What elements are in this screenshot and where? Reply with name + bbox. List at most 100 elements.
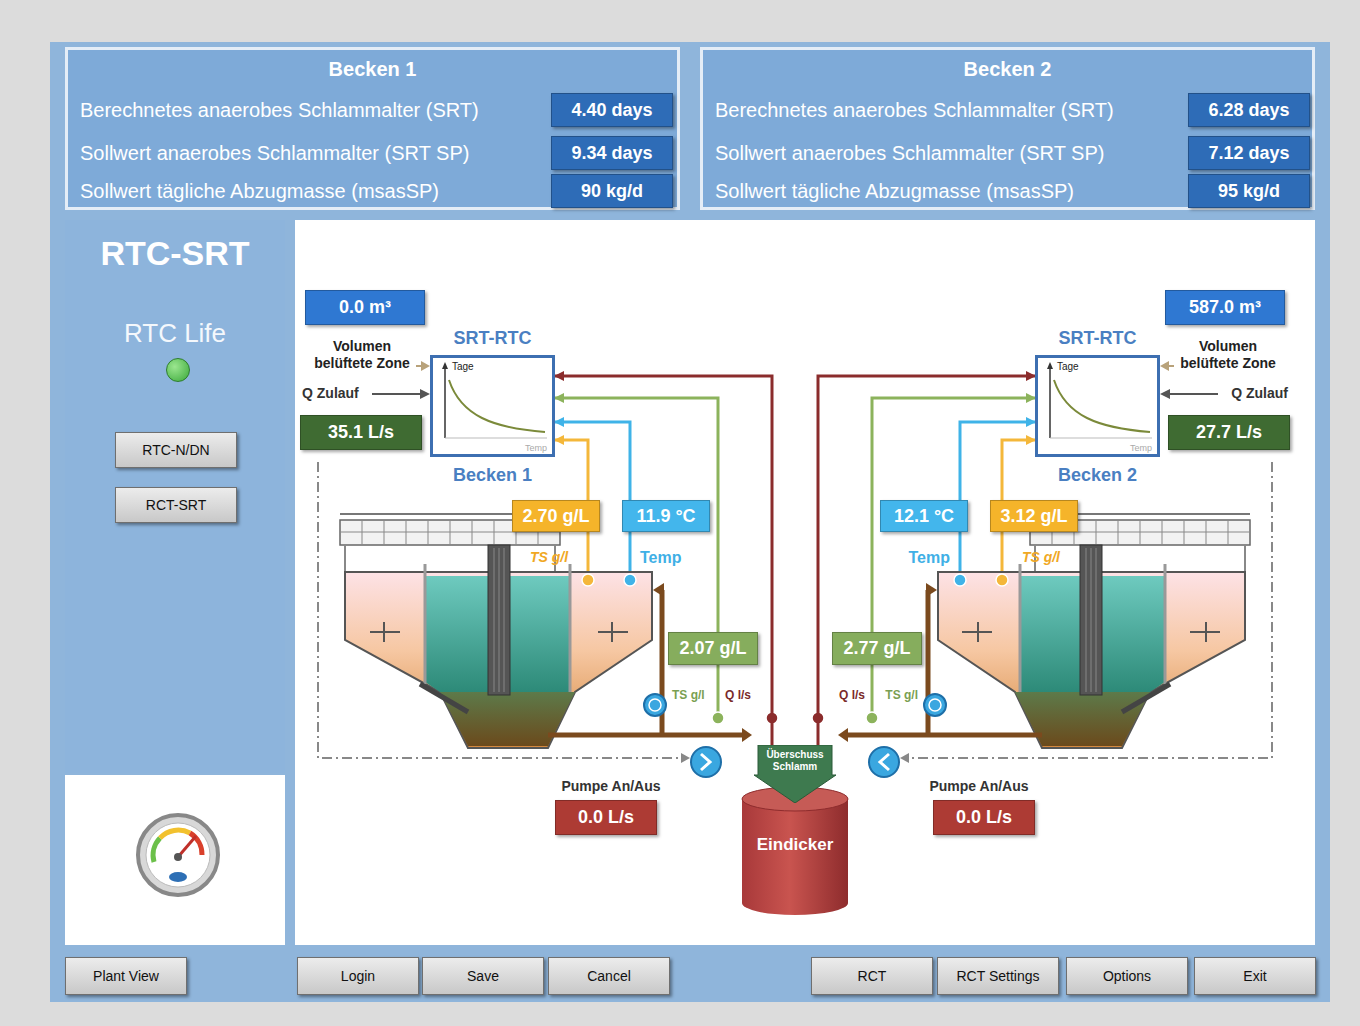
button-label: Save <box>467 968 499 984</box>
value-display: 27.7 L/s <box>1168 415 1290 450</box>
basin-label: Becken 1 <box>403 465 582 486</box>
signal-line <box>555 422 630 500</box>
value-display: 12.1 °C <box>880 500 968 532</box>
value-text: 7.12 days <box>1208 143 1289 164</box>
sensor-label: TS g/l <box>530 549 568 565</box>
signal-line <box>555 440 588 500</box>
panel-heading: Becken 2 <box>703 58 1312 81</box>
value-text: 12.1 °C <box>894 506 954 527</box>
signal-line <box>818 376 1035 745</box>
controller-title: SRT-RTC <box>403 328 582 349</box>
value-display: 2.07 g/L <box>668 632 758 665</box>
pump-label: Pumpe An/Aus <box>929 778 1028 794</box>
value-display: 587.0 m³ <box>1165 290 1285 325</box>
value-display: 11.9 °C <box>622 500 710 532</box>
value-text: 0.0 m³ <box>339 297 391 318</box>
sludge-arrow: Überschuss Schlamm <box>754 745 836 803</box>
parameter-label: Sollwert anaerobes Schlammalter (SRT SP) <box>80 138 469 168</box>
button-label: RCT-SRT <box>146 497 206 513</box>
status-panel: Becken 2 Berechnetes anaerobes Schlammalt… <box>700 47 1315 210</box>
srt-curve <box>1038 358 1157 454</box>
ui-button: Login <box>297 957 419 995</box>
controller-box: SRT-RTCTageTempBecken 1 <box>430 355 555 457</box>
value-display: 4.40 days <box>551 93 673 127</box>
value-display: 6.28 days <box>1188 93 1310 127</box>
sensor-label: Q l/s <box>839 688 865 702</box>
value-text: 11.9 °C <box>636 506 695 527</box>
ui-button: Options <box>1066 957 1188 995</box>
ui-button: Exit <box>1194 957 1316 995</box>
ui-button: Plant View <box>65 957 187 995</box>
value-text: 90 kg/d <box>581 181 643 202</box>
value-display: 95 kg/d <box>1188 174 1310 208</box>
value-text: 27.7 L/s <box>1196 422 1262 443</box>
input-label: Volumen belüftete Zone <box>1168 338 1288 372</box>
parameter-label: Berechnetes anaerobes Schlammalter (SRT) <box>80 95 479 125</box>
parameter-label: Berechnetes anaerobes Schlammalter (SRT) <box>715 95 1114 125</box>
value-text: 4.40 days <box>571 100 652 121</box>
gauge-icon <box>138 815 218 895</box>
sensor-label: TS g/l <box>885 688 918 702</box>
tank-label: Eindicker <box>740 835 850 855</box>
value-display: 0.0 L/s <box>933 800 1035 835</box>
value-display: 7.12 days <box>1188 136 1310 170</box>
parameter-label: Sollwert tägliche Abzugmasse (msasSP) <box>715 176 1074 206</box>
sensor-label: Temp <box>909 549 950 567</box>
value-text: 2.07 g/L <box>679 638 746 659</box>
button-label: Plant View <box>93 968 159 984</box>
input-label: Volumen belüftete Zone <box>302 338 422 372</box>
status-label: RTC Life <box>65 318 285 349</box>
input-label: Q Zulauf <box>1231 385 1288 401</box>
sensor-label: Temp <box>640 549 681 567</box>
parameter-label: Sollwert anaerobes Schlammalter (SRT SP) <box>715 138 1104 168</box>
control-panel: RTC-SRT RTC LifeRTC-N/DN RCT-SRT <box>65 220 285 773</box>
value-text: 587.0 m³ <box>1189 297 1261 318</box>
parameter-label: Sollwert tägliche Abzugmasse (msasSP) <box>80 176 439 206</box>
button-label: RCT <box>858 968 887 984</box>
button-label: Options <box>1103 968 1151 984</box>
axis-label: Temp <box>525 443 547 453</box>
value-display: 2.77 g/L <box>832 632 922 665</box>
basin-label: Becken 2 <box>1008 465 1187 486</box>
button-label: Exit <box>1243 968 1266 984</box>
ui-button: Save <box>422 957 544 995</box>
sensor-label: Q l/s <box>725 688 751 702</box>
value-text: 35.1 L/s <box>328 422 394 443</box>
value-text: 2.70 g/L <box>522 506 589 527</box>
ui-button: RCT Settings <box>937 957 1059 995</box>
value-text: 9.34 days <box>571 143 652 164</box>
button-label: Cancel <box>587 968 631 984</box>
value-text: 0.0 L/s <box>956 807 1012 828</box>
ui-button: Cancel <box>548 957 670 995</box>
value-display: 9.34 days <box>551 136 673 170</box>
pump-label: Pumpe An/Aus <box>561 778 660 794</box>
status-led <box>166 358 190 382</box>
axis-label: Temp <box>1130 443 1152 453</box>
ui-button: RCT <box>811 957 933 995</box>
panel-title: RTC-SRT <box>65 234 285 273</box>
value-text: 3.12 g/L <box>1000 506 1067 527</box>
button-label: Login <box>341 968 375 984</box>
controller-title: SRT-RTC <box>1008 328 1187 349</box>
input-label: Q Zulauf <box>302 385 359 401</box>
button-label: RCT Settings <box>957 968 1040 984</box>
signal-line <box>555 376 772 745</box>
value-text: 0.0 L/s <box>578 807 634 828</box>
sensor-label: TS g/l <box>672 688 705 702</box>
axis-label: Tage <box>452 361 474 372</box>
value-display: 2.70 g/L <box>512 500 600 532</box>
ui-button: RCT-SRT <box>115 487 237 523</box>
sensor-label: TS g/l <box>1022 549 1060 565</box>
flow-label: Überschuss Schlamm <box>754 749 836 773</box>
signal-line <box>1002 440 1035 500</box>
value-text: 95 kg/d <box>1218 181 1280 202</box>
value-text: 6.28 days <box>1208 100 1289 121</box>
ui-button: RTC-N/DN <box>115 432 237 468</box>
value-display: 35.1 L/s <box>300 415 422 450</box>
value-display: 0.0 L/s <box>555 800 657 835</box>
axis-label: Tage <box>1057 361 1079 372</box>
value-display: 3.12 g/L <box>990 500 1078 532</box>
button-label: RTC-N/DN <box>142 442 209 458</box>
srt-curve <box>433 358 552 454</box>
value-display: 90 kg/d <box>551 174 673 208</box>
